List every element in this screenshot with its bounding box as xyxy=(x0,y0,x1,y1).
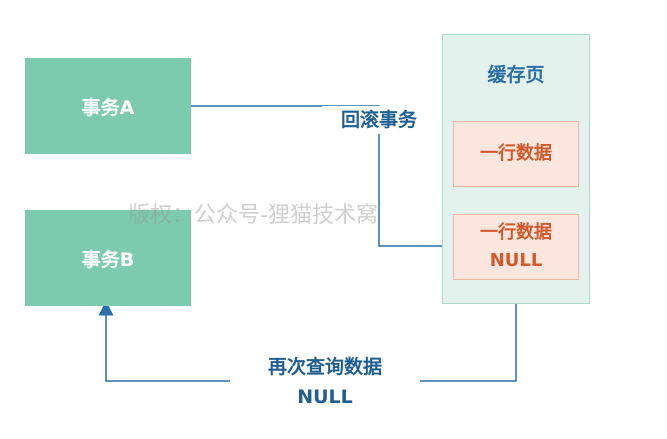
cache-page-title: 缓存页 xyxy=(487,64,545,86)
data-row-2-value: NULL xyxy=(489,250,543,271)
rollback-label: 回滚事务 xyxy=(322,106,436,134)
rollback-arrow xyxy=(191,105,459,254)
data-row-1-label: 一行数据 xyxy=(480,143,552,164)
requery-label-line1: 再次查询数据 xyxy=(267,356,382,378)
requery-label-line2: NULL xyxy=(297,386,353,408)
watermark: 版权：公众号-狸猫技术窝 xyxy=(128,203,378,228)
transaction-a-box: 事务A xyxy=(25,58,191,154)
data-row-2: 一行数据 NULL xyxy=(453,214,579,280)
transaction-a-label: 事务A xyxy=(81,96,135,119)
data-row-2-label: 一行数据 xyxy=(480,222,552,243)
data-row-1: 一行数据 xyxy=(453,121,579,187)
requery-label: 再次查询数据 NULL xyxy=(230,352,420,412)
transaction-b-label: 事务B xyxy=(81,248,135,271)
transaction-b-box: 事务B xyxy=(25,210,191,306)
